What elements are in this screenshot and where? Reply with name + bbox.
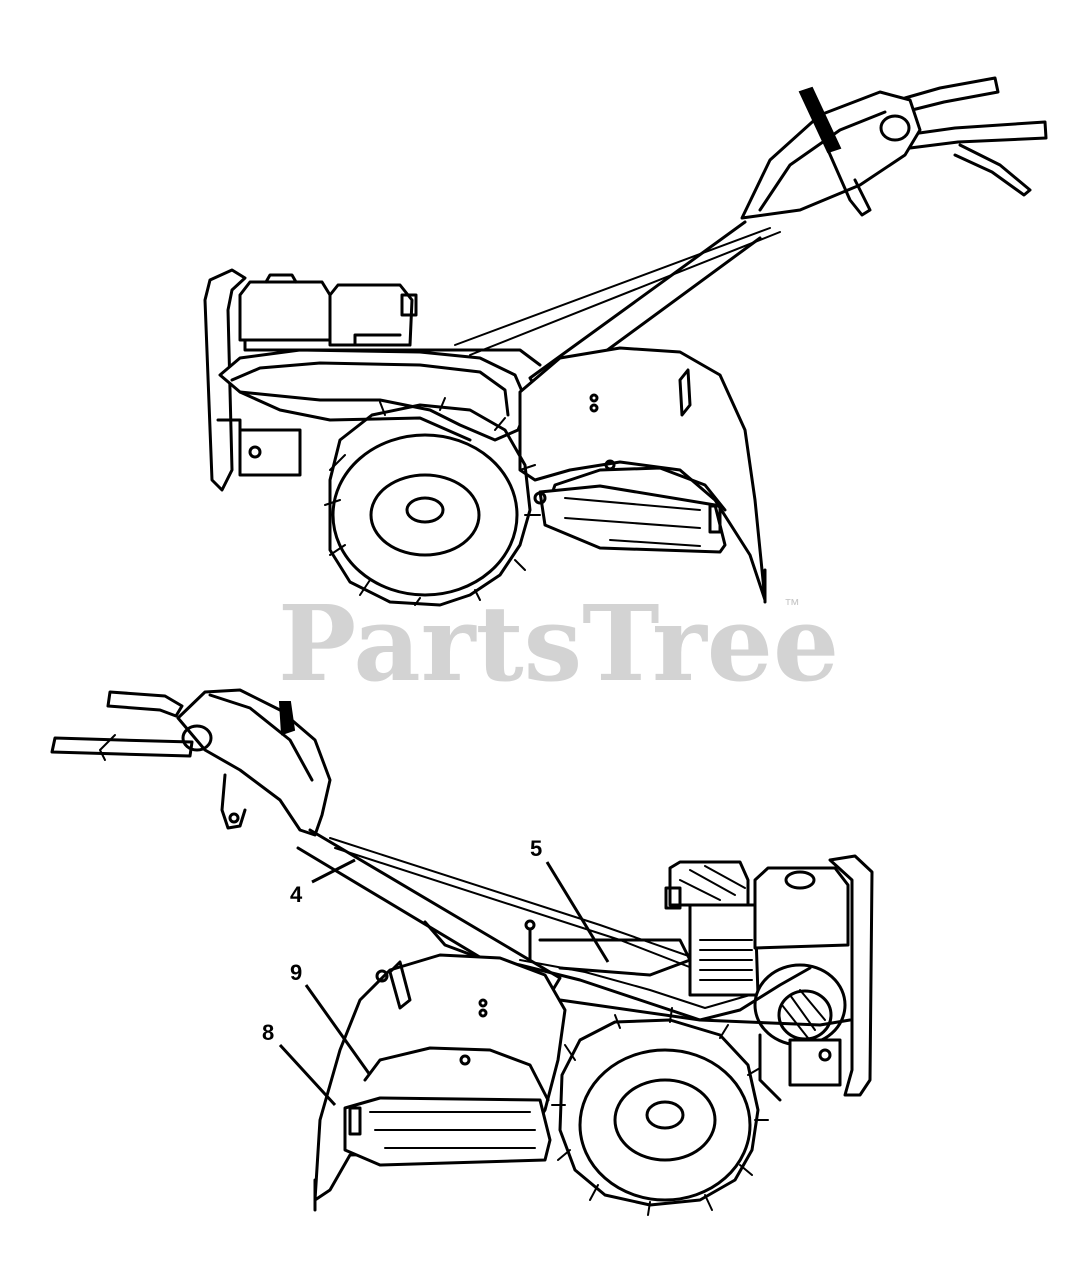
top-control-console [740,86,922,220]
callout-8-leader [278,1043,337,1107]
bottom-front-bumper [788,854,874,1097]
callout-9[interactable]: 9 [290,960,372,1076]
bottom-control-console [176,688,332,837]
callout-4[interactable]: 4 [290,858,356,907]
top-handle-grips [903,76,1048,197]
callout-8-number: 8 [262,1020,274,1045]
tiller-bottom-view [50,688,874,1216]
bottom-control-cable [423,920,812,1022]
bottom-frame [524,919,852,1102]
top-engine [238,273,542,367]
bottom-handle-grips [50,690,194,761]
callout-5-leader [545,861,610,963]
callout-8[interactable]: 8 [262,1020,337,1107]
callout-5-number: 5 [530,836,542,861]
watermark-trademark: ™ [784,597,800,614]
top-tine-hood [518,346,767,604]
watermark-text: PartsTree [278,582,839,705]
callout-4-leader [311,858,356,884]
bottom-tine-hood [313,953,567,1212]
callout-9-number: 9 [290,960,302,985]
tiller-top-view [203,76,1048,607]
shift-lever-grip-icon-bottom [278,701,296,736]
watermark: PartsTree ™ [278,582,839,705]
shift-lever-grip-icon [798,86,842,154]
top-fender [218,348,530,442]
callout-5[interactable]: 5 [530,836,610,963]
callout-9-leader [304,984,372,1076]
callout-4-number: 4 [290,882,303,907]
bottom-wheel [551,1007,769,1216]
top-front-bumper [203,268,302,492]
top-wheel [324,397,541,607]
